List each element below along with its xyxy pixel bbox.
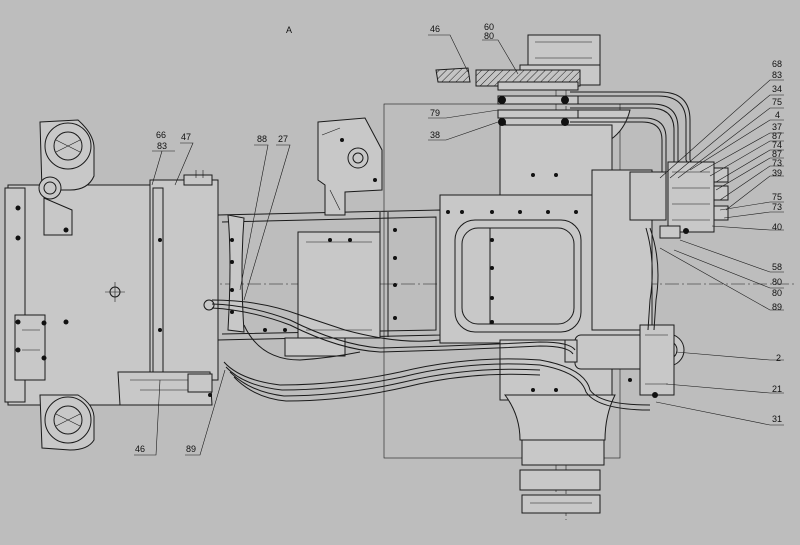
callout-label: 74 [772, 140, 782, 150]
callout-label: 66 [156, 130, 166, 140]
callout-label: 27 [278, 134, 288, 144]
callout-label: 83 [772, 70, 782, 80]
callout-label: 58 [772, 262, 782, 272]
callout-label: 46 [135, 444, 145, 454]
callout-label: 89 [772, 302, 782, 312]
callout-label: 75 [772, 192, 782, 202]
callout-label: 80 [484, 31, 494, 41]
callout-label: 34 [772, 84, 782, 94]
callout-label: 79 [430, 108, 440, 118]
callout-label: 31 [772, 414, 782, 424]
callout-label: 47 [181, 132, 191, 142]
callout-label: 73 [772, 202, 782, 212]
callout-label: 38 [430, 130, 440, 140]
callout-label: 68 [772, 59, 782, 69]
leader-lines [134, 34, 784, 456]
callouts-left: 66 83 47 88 27 46 89 [135, 130, 288, 454]
callout-label: 21 [772, 384, 782, 394]
callout-label: 37 [772, 122, 782, 132]
top-section [435, 67, 581, 126]
callout-label: 4 [775, 110, 780, 120]
callout-label: 75 [772, 97, 782, 107]
callout-label: 83 [157, 141, 167, 151]
gearbox-housing [117, 170, 219, 406]
callout-label: 60 [484, 22, 494, 32]
callout-label: 87 [772, 149, 782, 159]
view-label: A [286, 25, 292, 35]
callout-label: 46 [430, 24, 440, 34]
callouts-top: 46 60 80 79 38 [430, 22, 494, 140]
callout-label: 87 [772, 131, 782, 141]
cylinder [564, 324, 685, 398]
callout-label: 88 [257, 134, 267, 144]
valve-block [591, 161, 729, 331]
callout-label: 80 [772, 277, 782, 287]
mount-block [317, 117, 383, 216]
callout-label: 40 [772, 222, 782, 232]
callout-label: 73 [772, 158, 782, 168]
hydraulic-lines-top [570, 91, 701, 180]
callout-label: 89 [186, 444, 196, 454]
hoses [211, 227, 659, 411]
callout-label: 39 [772, 168, 782, 178]
callout-label: 80 [772, 288, 782, 298]
callout-label: 2 [776, 353, 781, 363]
callouts-right: 68 83 34 75 4 37 87 74 87 73 39 75 73 40… [772, 59, 782, 424]
